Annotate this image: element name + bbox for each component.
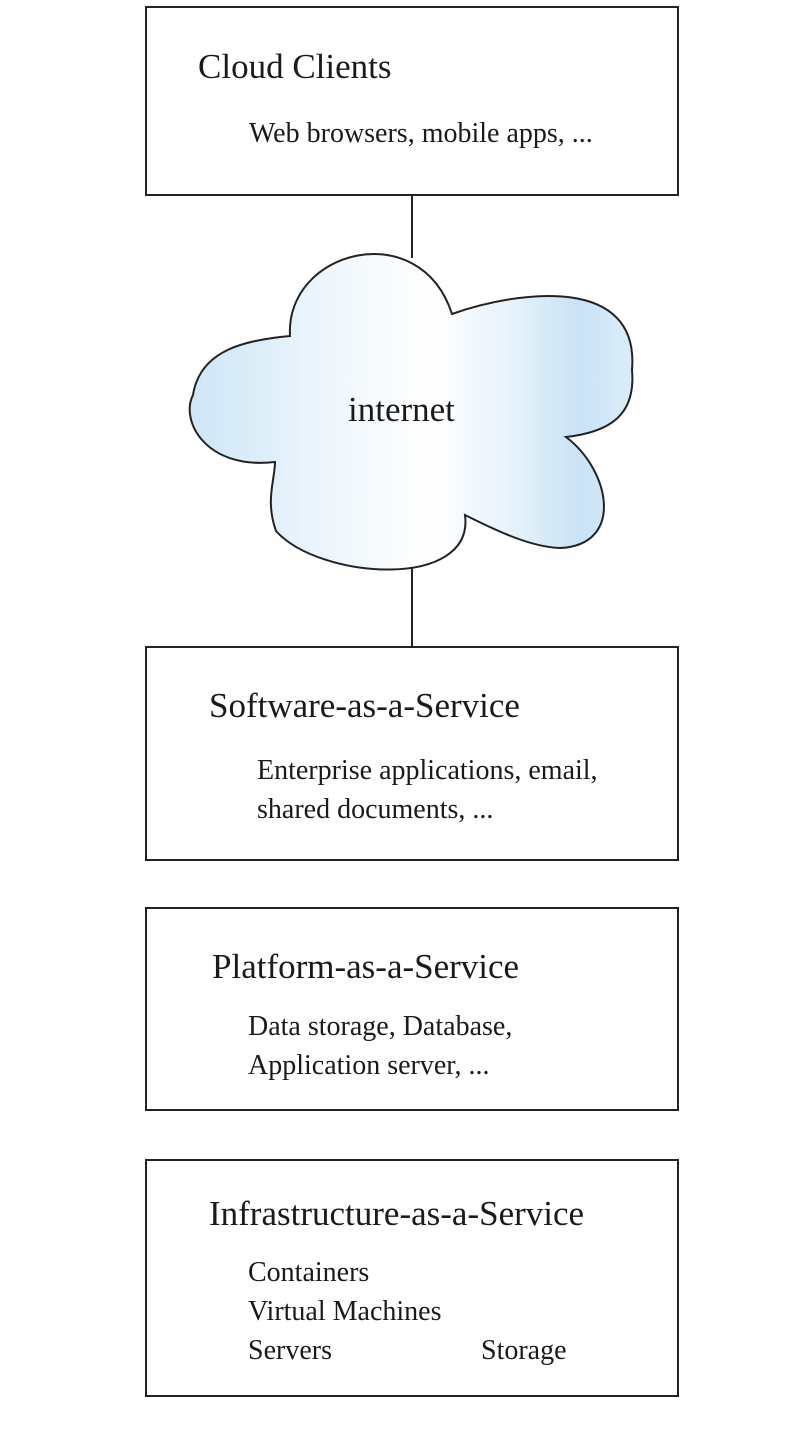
saas-box: Software-as-a-Service Enterprise applica… <box>145 646 679 861</box>
iaas-box: Infrastructure-as-a-Service Containers V… <box>145 1159 679 1397</box>
iaas-description: Containers Virtual Machines Servers <box>248 1253 441 1370</box>
connector-internet-saas <box>411 566 413 648</box>
saas-line: Enterprise applications, email, <box>257 755 598 786</box>
iaas-line: Servers <box>248 1335 332 1366</box>
iaas-storage-label: Storage <box>481 1335 567 1366</box>
paas-line: Application server, ... <box>248 1050 490 1081</box>
internet-label: internet <box>348 390 455 429</box>
paas-line: Data storage, Database, <box>248 1011 513 1042</box>
saas-line: shared documents, ... <box>257 794 494 825</box>
saas-description: Enterprise applications, email, shared d… <box>257 751 598 829</box>
iaas-line: Containers <box>248 1257 370 1288</box>
cloud-clients-description: Web browsers, mobile apps, ... <box>249 118 593 149</box>
internet-cloud-icon <box>188 253 634 571</box>
cloud-clients-title: Cloud Clients <box>198 47 392 86</box>
saas-title: Software-as-a-Service <box>209 686 520 725</box>
paas-box: Platform-as-a-Service Data storage, Data… <box>145 907 679 1111</box>
iaas-line: Virtual Machines <box>248 1296 442 1327</box>
iaas-title: Infrastructure-as-a-Service <box>209 1194 585 1233</box>
paas-description: Data storage, Database, Application serv… <box>248 1007 512 1085</box>
connector-clients-internet <box>411 196 413 258</box>
paas-title: Platform-as-a-Service <box>212 947 520 986</box>
cloud-clients-box: Cloud Clients Web browsers, mobile apps,… <box>145 6 679 196</box>
